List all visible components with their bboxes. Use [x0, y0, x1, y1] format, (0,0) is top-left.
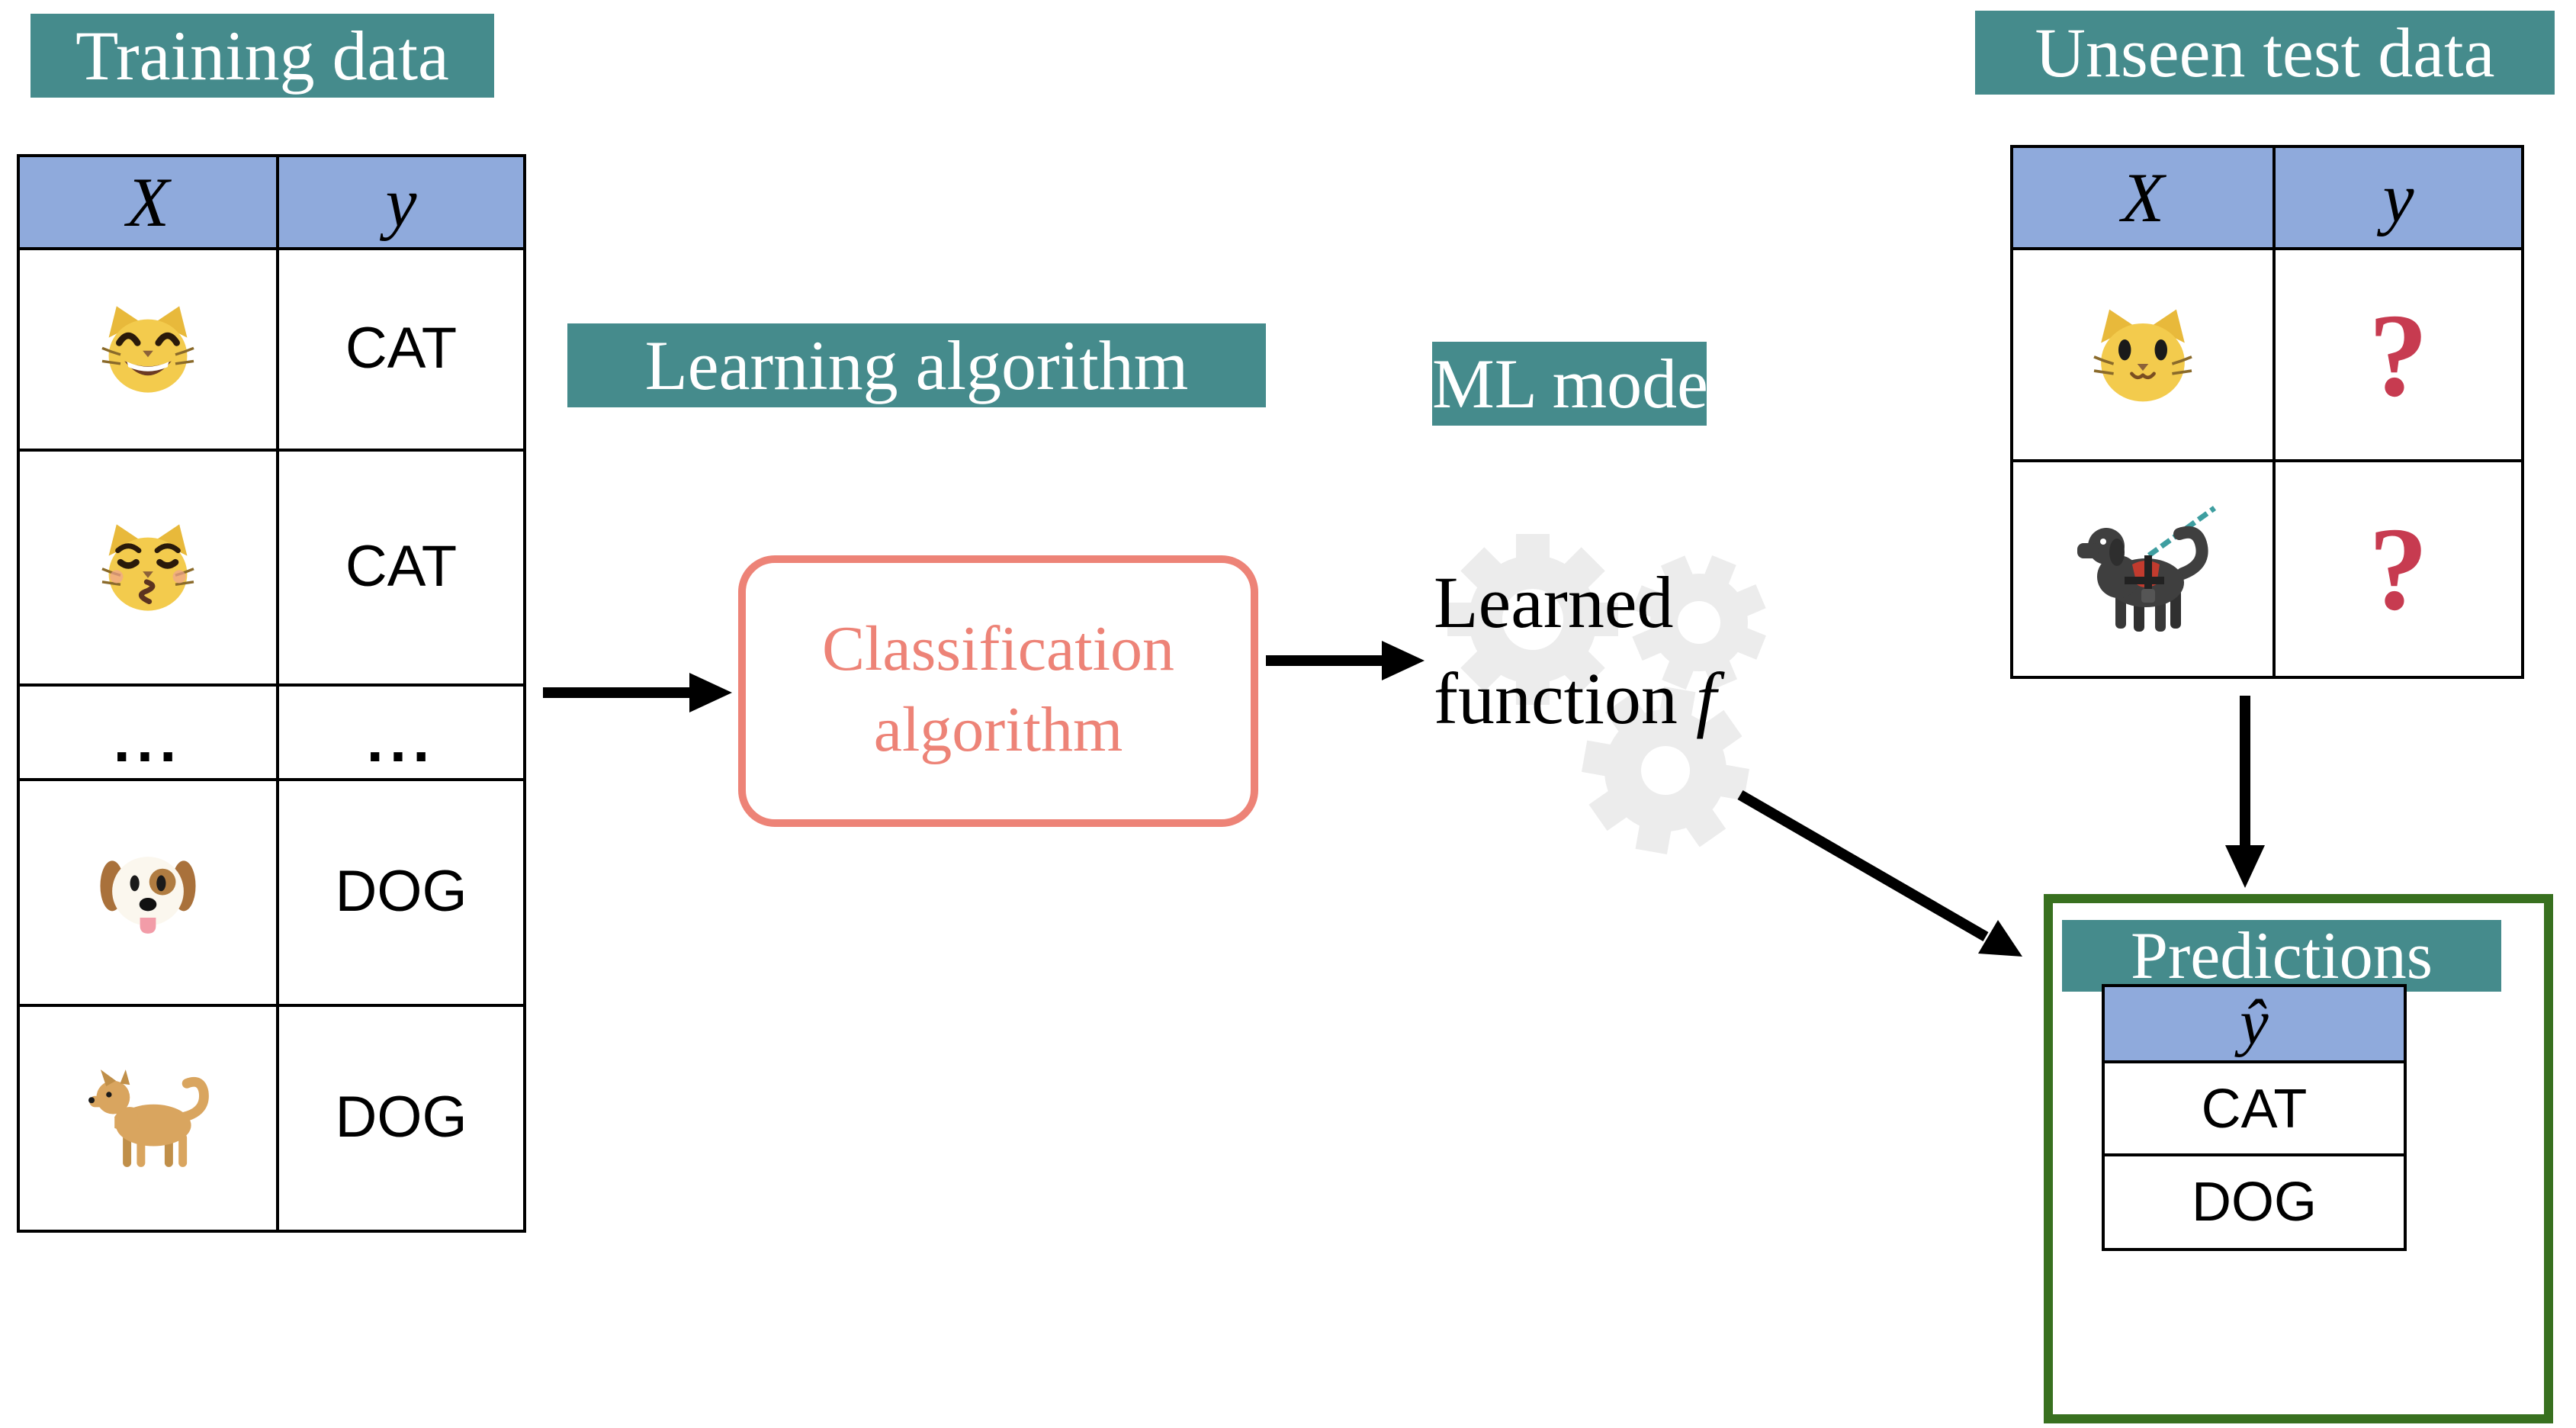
table-header-row: ŷ	[2102, 984, 2407, 1063]
header-cell-x: X	[17, 154, 279, 250]
header-cell-x: X	[2010, 145, 2276, 250]
table-row: CAT	[17, 449, 526, 687]
cell-label: CAT	[276, 449, 526, 687]
arrow-diagonal-icon	[1737, 790, 2022, 957]
ml-model-label: ML model	[1432, 342, 1728, 426]
learned-function-line1: Learned	[1434, 563, 1674, 644]
predictions-table: ŷ CAT DOG	[2102, 984, 2407, 1251]
predictions-label: Predictions	[2062, 920, 2501, 992]
table-header-row: X y	[2010, 145, 2524, 250]
cell-emoji	[17, 778, 279, 1007]
arrow-right-icon	[543, 673, 732, 712]
header-cell-y-hat: ŷ	[2102, 984, 2407, 1063]
cell-question-mark: ?	[2272, 247, 2524, 462]
table-row: ?	[2010, 247, 2524, 462]
header-cell-y: y	[2272, 145, 2524, 250]
table-row: DOG	[2102, 1153, 2407, 1251]
table-row: ?	[2010, 459, 2524, 679]
dog-emoji	[88, 1069, 209, 1167]
training-data-label: Training data	[31, 14, 494, 98]
cell-emoji	[2010, 459, 2276, 679]
classification-box-line1: Classification	[822, 615, 1174, 685]
learning-algorithm-label: Learning algorithm	[567, 323, 1266, 407]
training-data-table: X y CAT	[17, 154, 526, 1233]
unseen-test-data-label: Unseen test data	[1975, 11, 2555, 95]
cell-ellipsis: ...	[276, 683, 526, 781]
classification-box-line2: algorithm	[873, 696, 1123, 766]
table-row: CAT	[17, 247, 526, 452]
arrow-right-icon	[1266, 641, 1425, 680]
cell-emoji	[17, 247, 279, 452]
guide-dog-emoji	[2077, 506, 2217, 632]
cell-ellipsis: ...	[17, 683, 279, 781]
table-header-row: X y	[17, 154, 526, 250]
predictions-box: Predictions ŷ CAT DOG	[2044, 894, 2553, 1423]
arrow-down-icon	[2225, 696, 2265, 888]
table-row: DOG	[17, 1004, 526, 1233]
cell-emoji	[17, 1004, 279, 1233]
cell-label: DOG	[276, 1004, 526, 1233]
header-cell-y: y	[276, 154, 526, 250]
cat-face-emoji	[2093, 308, 2192, 401]
learned-function-text: Learned function f	[1434, 555, 1952, 748]
cell-question-mark: ?	[2272, 459, 2524, 679]
cell-label: CAT	[2102, 1060, 2407, 1156]
kissing-cat-emoji	[101, 524, 194, 611]
cell-emoji	[17, 449, 279, 687]
table-row: ... ...	[17, 683, 526, 781]
grinning-cat-emoji	[101, 306, 194, 393]
table-row: CAT	[2102, 1060, 2407, 1156]
classification-algorithm-box: Classification algorithm	[738, 555, 1258, 827]
cell-label: DOG	[2102, 1153, 2407, 1251]
cell-label: DOG	[276, 778, 526, 1007]
cell-label: CAT	[276, 247, 526, 452]
learned-function-line2: function	[1434, 659, 1678, 740]
dog-face-emoji	[100, 857, 196, 934]
table-row: DOG	[17, 778, 526, 1007]
cell-emoji	[2010, 247, 2276, 462]
unseen-test-data-table: X y ?	[2010, 145, 2524, 679]
function-symbol: f	[1695, 659, 1717, 740]
